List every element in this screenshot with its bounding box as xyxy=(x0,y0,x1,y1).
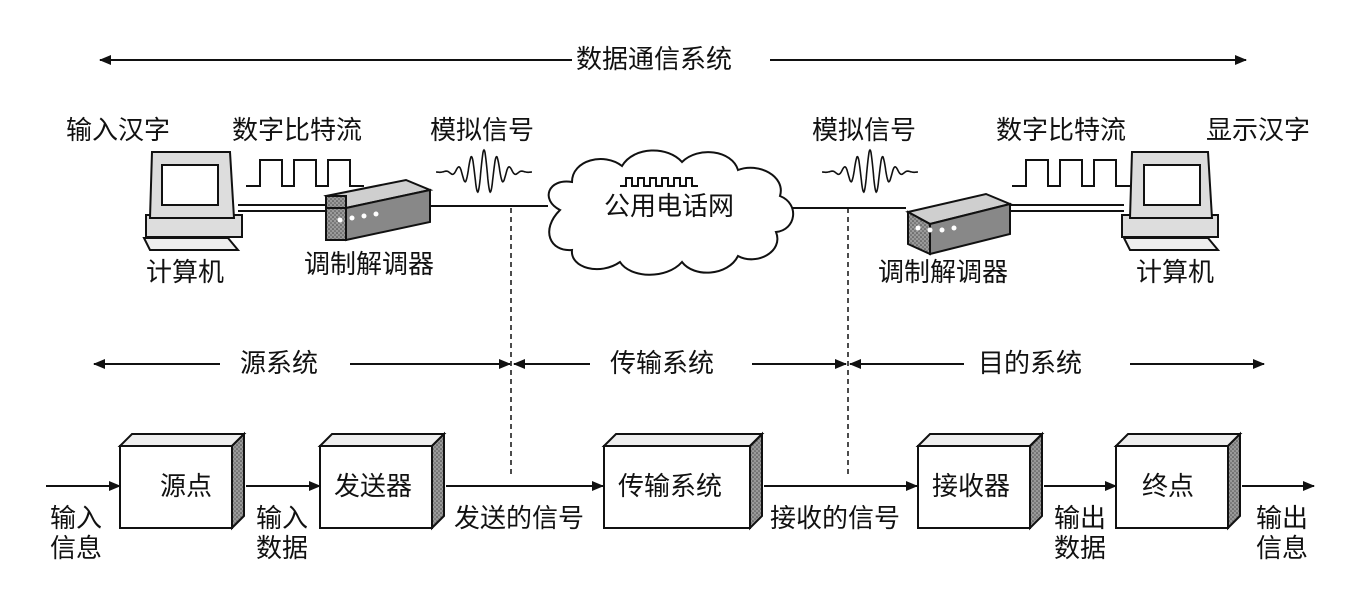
display-chinese-label: 显示汉字 xyxy=(1206,116,1311,146)
analog-signal-label-left: 模拟信号 xyxy=(430,116,535,146)
destination-box xyxy=(1113,431,1243,531)
bitstream-label-right: 数字比特流 xyxy=(996,116,1127,146)
output-info-label: 输出信息 xyxy=(1256,504,1309,564)
cable-left xyxy=(238,204,332,212)
public-telephone-network-label: 公用电话网 xyxy=(604,192,735,222)
bitstream-label-left: 数字比特流 xyxy=(232,116,363,146)
computer-icon xyxy=(1121,151,1221,251)
destination-system-label: 目的系统 xyxy=(974,349,1087,379)
bitstream-icon xyxy=(246,159,364,187)
source-system-label: 源系统 xyxy=(236,349,323,379)
computer-icon xyxy=(142,151,243,251)
cloud-icon xyxy=(547,149,795,276)
modem-label-right: 调制解调器 xyxy=(878,258,1009,288)
transmission-system-label: 传输系统 xyxy=(606,349,719,379)
input-info-label: 输入信息 xyxy=(50,504,103,564)
transmission-box xyxy=(601,431,765,531)
analog-wave-icon xyxy=(822,148,918,194)
receiver-box-label: 接收器 xyxy=(932,472,1011,502)
data-comm-system-title: 数据通信系统 xyxy=(572,45,737,75)
analog-wave-icon xyxy=(436,148,532,194)
sent-signal-label: 发送的信号 xyxy=(454,504,585,534)
modem-label-left: 调制解调器 xyxy=(304,250,435,280)
transmitter-box xyxy=(317,431,447,531)
receiver-box xyxy=(915,431,1045,531)
cable-right xyxy=(1010,204,1124,212)
destination-box-label: 终点 xyxy=(1142,472,1195,502)
source-box xyxy=(117,431,247,531)
source-box-label: 源点 xyxy=(160,472,213,502)
computer-label-right: 计算机 xyxy=(1136,258,1215,288)
input-data-label: 输入数据 xyxy=(256,504,309,564)
transmission-box-label: 传输系统 xyxy=(618,472,723,502)
transmitter-box-label: 发送器 xyxy=(334,472,413,502)
modem-icon xyxy=(323,178,434,242)
output-data-label: 输出数据 xyxy=(1054,504,1107,564)
received-signal-label: 接收的信号 xyxy=(770,504,901,534)
input-chinese-label: 输入汉字 xyxy=(66,116,171,146)
modem-icon xyxy=(905,192,1014,256)
bitstream-icon xyxy=(1012,159,1130,187)
computer-label-left: 计算机 xyxy=(146,258,225,288)
analog-signal-label-right: 模拟信号 xyxy=(812,116,917,146)
